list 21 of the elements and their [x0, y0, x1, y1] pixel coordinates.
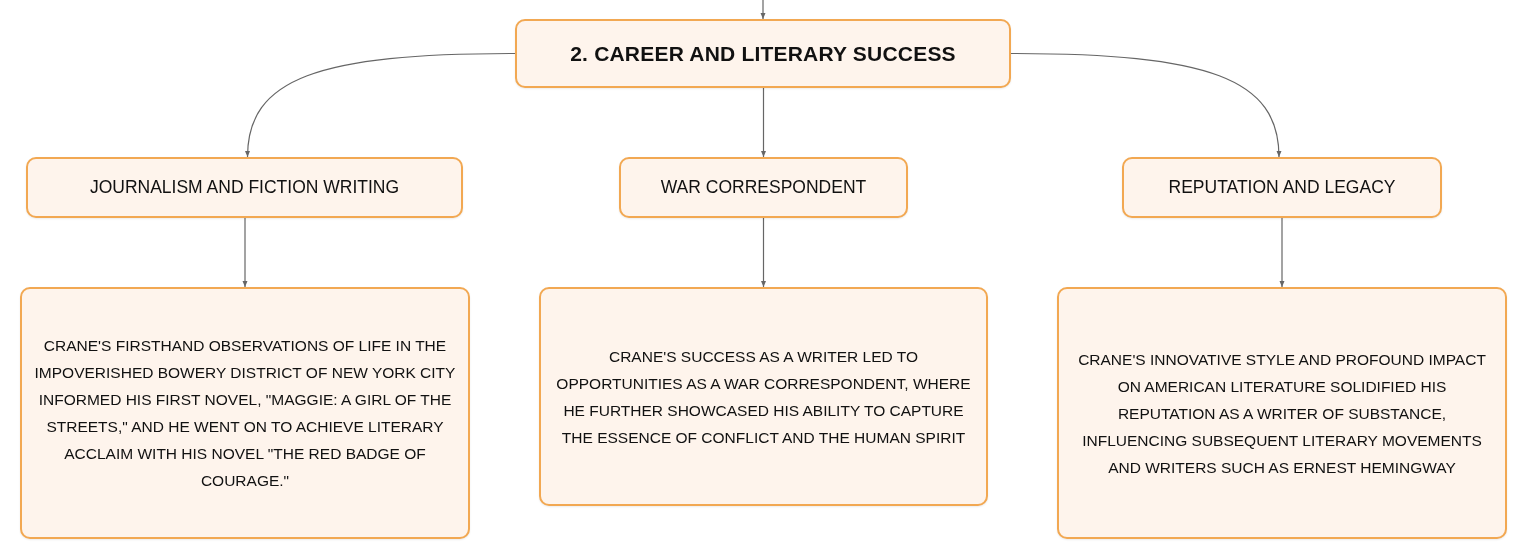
node-title: 2. CAREER AND LITERARY SUCCESS [570, 41, 956, 66]
subtopic-box [1122, 157, 1442, 218]
connector-arrow [242, 217, 248, 288]
node-title: REPUTATION AND LEGACY [1168, 177, 1396, 198]
detail-box [20, 287, 470, 539]
subtopic-box [26, 157, 463, 218]
detail-box [539, 287, 988, 506]
connector-arrow [1279, 217, 1285, 288]
connector-arrow [245, 52, 516, 158]
node-title: JOURNALISM AND FICTION WRITING [89, 177, 400, 198]
description-text: CRANE'S FIRSTHAND OBSERVATIONS OF LIFE IN THE IMPOVERISHED BOWERY DISTRICT OF NEW YORK CITY INFORMED HIS FIRST NOVEL, "MAGGIE: A GIRL OF THE STREETS," AND HE WENT ON TO ACHIEVE LITERARY ACCLAIM WITH HIS NOVEL "THE RED BADGE OF COURAGE." [33, 336, 457, 491]
connector-arrow [761, 217, 766, 288]
description-text: CRANE'S SUCCESS AS A WRITER LED TO OPPORTUNITIES AS A WAR CORRESPONDENT, WHERE HE FURTHER SHOWCASED HIS ABILITY TO CAPTURE THE ESSENCE OF CONFLICT AND THE HUMAN SPIRIT [555, 346, 972, 448]
subtopic-box [619, 157, 908, 218]
node-title: WAR CORRESPONDENT [660, 177, 867, 198]
topic-box [515, 19, 1011, 88]
connector-arrow [760, 0, 766, 20]
detail-box [1057, 287, 1507, 539]
connector-arrow [761, 87, 766, 158]
description-text: CRANE'S INNOVATIVE STYLE AND PROFOUND IMPACT ON AMERICAN LITERATURE SOLIDIFIED HIS REPUTATION AS A WRITER OF SUBSTANCE, INFLUENCING SUBSEQUENT LITERARY MOVEMENTS AND WRITERS SUCH AS ERNEST HEMINGWAY [1077, 349, 1487, 478]
connector-arrow [1010, 52, 1281, 158]
